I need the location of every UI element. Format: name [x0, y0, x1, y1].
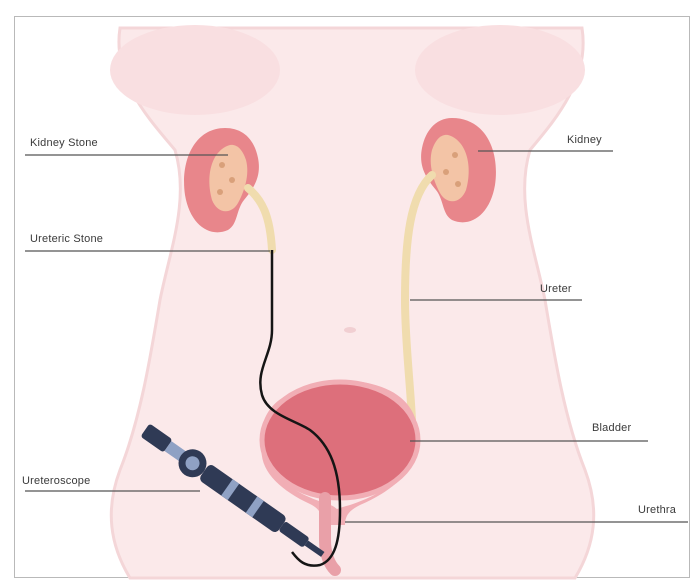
label-bladder: Bladder	[592, 422, 631, 434]
label-kidney: Kidney	[567, 134, 602, 146]
label-kidney-stone: Kidney Stone	[30, 137, 98, 149]
label-ureter: Ureter	[540, 283, 572, 295]
label-urethra: Urethra	[638, 504, 676, 516]
left-chest-shape	[110, 25, 280, 115]
right-chest-shape	[415, 25, 585, 115]
navel	[344, 327, 356, 333]
label-ureteric-stone: Ureteric Stone	[30, 233, 103, 245]
label-ureteroscope: Ureteroscope	[22, 475, 90, 487]
